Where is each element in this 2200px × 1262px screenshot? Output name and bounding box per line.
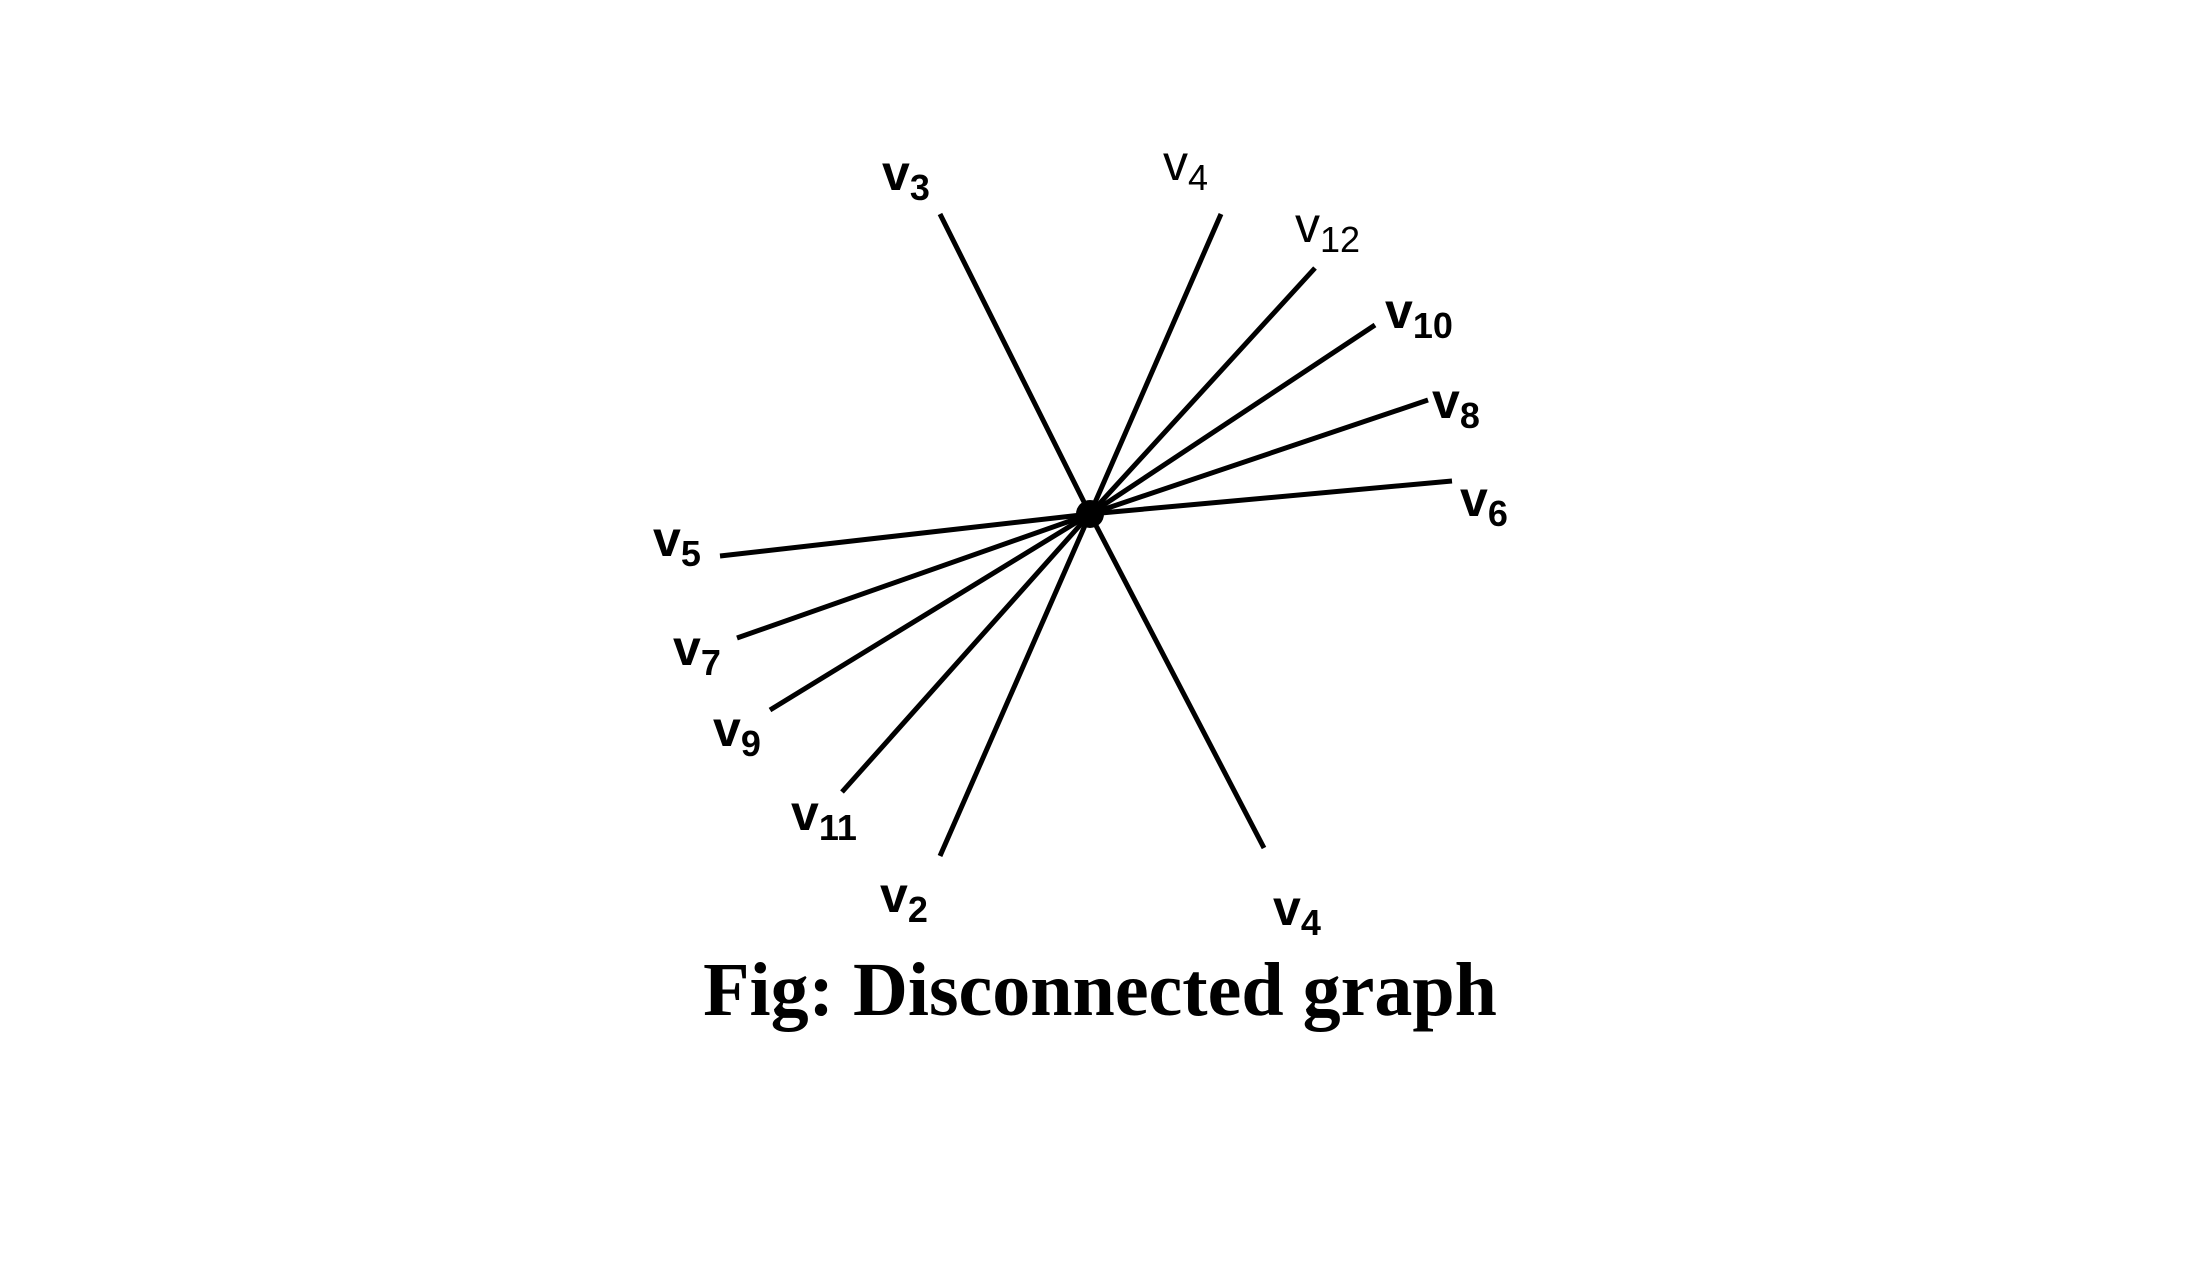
vertex-label-base: v <box>1432 373 1460 429</box>
vertex-label-base: v <box>1460 471 1488 527</box>
vertex-label-base: v <box>673 620 701 676</box>
vertex-label-v10: v10 <box>1385 283 1453 346</box>
edge-v2 <box>937 512 1093 858</box>
edge-v7 <box>736 511 1091 641</box>
hub-vertex <box>1076 500 1104 528</box>
edge-v12 <box>1088 266 1317 516</box>
vertex-label-v5: v5 <box>653 511 701 574</box>
edge-v5 <box>719 511 1091 559</box>
edge-v9 <box>768 511 1092 713</box>
vertex-label-v11: v11 <box>791 785 857 848</box>
vertex-label-v7: v7 <box>673 620 721 683</box>
edge-v10 <box>1088 322 1377 517</box>
vertex-label-subscript: 8 <box>1460 395 1480 436</box>
vertex-label-base: v <box>1273 880 1301 936</box>
edge-v4-bottom <box>1087 512 1267 850</box>
vertex-label-subscript: 11 <box>819 807 857 848</box>
vertex-label-subscript: 9 <box>741 723 761 764</box>
vertex-label-v3: v3 <box>882 145 930 208</box>
edge-v3 <box>937 212 1093 516</box>
vertex-label-subscript: 5 <box>681 533 701 574</box>
vertex-label-base: v <box>653 511 681 567</box>
figure-caption: Fig: Disconnected graph <box>703 948 1497 1032</box>
vertex-label-base: v <box>882 145 910 201</box>
vertex-label-base: v <box>880 867 908 923</box>
vertex-label-base: v <box>791 785 819 841</box>
vertex-label-v4-bottom: v4 <box>1273 880 1321 943</box>
vertex-label-subscript: 7 <box>701 642 721 683</box>
edge-v6 <box>1089 478 1453 517</box>
vertex-label-v8: v8 <box>1432 373 1480 436</box>
vertex-label-base: v <box>713 701 741 757</box>
edge-v11 <box>840 512 1092 794</box>
vertex-label-subscript: 4 <box>1188 157 1208 198</box>
vertex-label-v9: v9 <box>713 701 761 764</box>
vertex-label-subscript: 12 <box>1320 219 1360 260</box>
edge-v4-top <box>1087 212 1224 516</box>
vertex-label-base: v <box>1295 197 1320 253</box>
edges-layer <box>719 212 1453 858</box>
vertex-label-subscript: 6 <box>1488 493 1508 534</box>
edge-v8 <box>1089 397 1429 517</box>
vertex-label-subscript: 10 <box>1413 305 1453 346</box>
vertex-label-base: v <box>1163 135 1188 191</box>
vertex-label-v2: v2 <box>880 867 928 930</box>
vertex-label-subscript: 4 <box>1301 902 1321 943</box>
vertex-label-subscript: 3 <box>910 167 930 208</box>
vertex-label-v6: v6 <box>1460 471 1508 534</box>
vertex-label-v4-top: v4 <box>1163 135 1208 198</box>
vertex-label-subscript: 2 <box>908 889 928 930</box>
vertex-label-base: v <box>1385 283 1413 339</box>
vertex-label-v12: v12 <box>1295 197 1360 260</box>
